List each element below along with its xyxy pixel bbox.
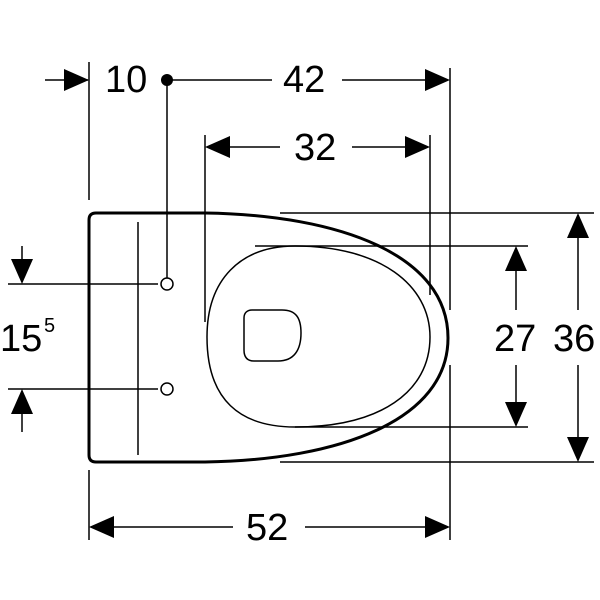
dim-label-27: 27	[494, 318, 536, 360]
dim-label-52: 52	[246, 507, 288, 549]
dim-label-36: 36	[553, 318, 595, 360]
bowl-rim	[206, 245, 431, 428]
dimension-36: 36	[553, 213, 595, 462]
fixing-hole-lower	[160, 382, 174, 396]
dim-label-15: 15	[0, 318, 42, 360]
fixing-hole-upper	[160, 277, 174, 291]
datum-dot	[161, 74, 173, 86]
dimension-10: 10	[45, 59, 173, 101]
dimension-27: 27	[494, 246, 536, 427]
extension-lines	[8, 62, 594, 540]
flush-opening	[243, 309, 302, 362]
dimension-42: 42	[172, 59, 450, 101]
toilet-body	[87, 211, 450, 464]
dimension-32: 32	[205, 127, 430, 169]
dim-label-42: 42	[283, 59, 325, 101]
dim-label-15-superscript: 5	[44, 315, 55, 337]
dimension-52: 52	[89, 507, 450, 549]
dim-label-10: 10	[105, 59, 147, 101]
dimension-15-5: 15 5	[0, 246, 55, 432]
toilet-outer-shell	[87, 211, 450, 464]
dim-label-32: 32	[294, 127, 336, 169]
